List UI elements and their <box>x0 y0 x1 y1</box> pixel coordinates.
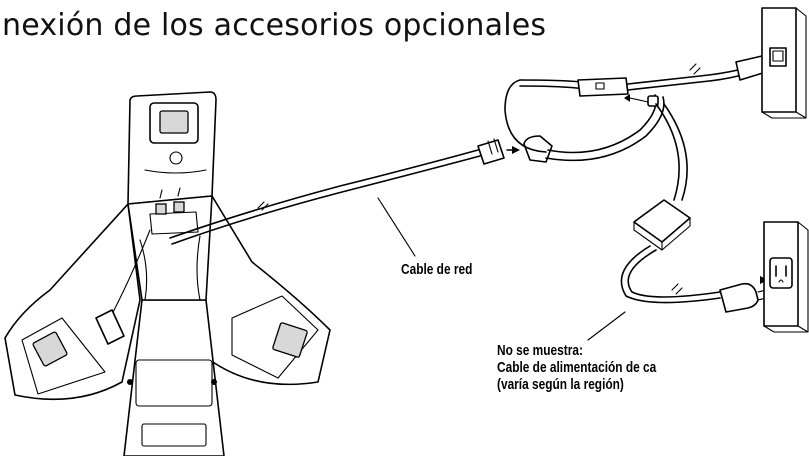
conference-phone <box>4 91 331 456</box>
power-cable-assembly <box>504 55 778 341</box>
wall-ac-outlet <box>763 221 809 333</box>
power-cable-label: No se muestra: Cable de alimentación de … <box>497 343 656 394</box>
wall-ethernet-jack <box>761 7 807 119</box>
network-cable-label: Cable de red <box>401 262 473 278</box>
power-cable-label-line1: No se muestra: <box>497 343 583 359</box>
power-cable-label-line3: (varía según la región) <box>497 377 624 393</box>
network-cable <box>169 135 553 257</box>
power-cable-label-line2: Cable de alimentación de ca <box>497 360 657 376</box>
page-title: nexión de los accesorios opcionales <box>2 8 547 43</box>
